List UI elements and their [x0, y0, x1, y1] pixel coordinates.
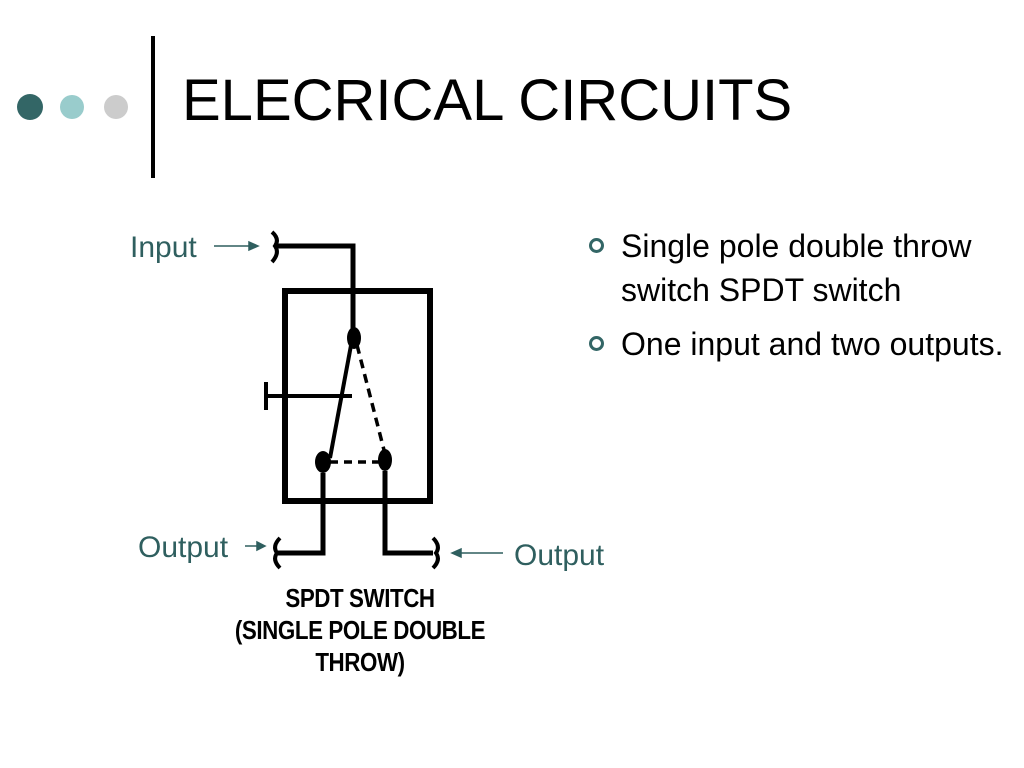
caption-line-2: (SINGLE POLE DOUBLE THROW) [234, 615, 486, 677]
arrow-output-right [450, 547, 503, 559]
output-contact-left [315, 451, 331, 473]
arrow-input [214, 240, 260, 252]
label-input: Input [130, 231, 197, 264]
open-throw [355, 344, 386, 451]
dot-gray [104, 95, 128, 119]
dot-light [60, 95, 84, 119]
bullet-ring-icon [589, 238, 604, 253]
output-lead-right [382, 471, 433, 556]
bullet-list: Single pole double throw switch SPDT swi… [585, 224, 1005, 376]
title-divider [151, 36, 155, 178]
dot-dark [17, 94, 43, 120]
input-terminal [270, 230, 279, 264]
bullet-item: One input and two outputs. [585, 322, 1005, 366]
bullet-item: Single pole double throw switch SPDT swi… [585, 224, 1005, 312]
bullet-text: One input and two outputs. [621, 326, 1004, 362]
label-output-left: Output [138, 531, 229, 564]
slide-title: ELECRICAL CIRCUITS [182, 68, 793, 133]
bullet-ring-icon [589, 336, 604, 351]
output-terminal-right [431, 536, 440, 570]
bullet-text: Single pole double throw switch SPDT swi… [621, 228, 972, 308]
diagram-caption: SPDT SWITCH (SINGLE POLE DOUBLE THROW) [192, 582, 527, 678]
label-output-right: Output [514, 539, 605, 572]
output-contact-right [378, 449, 392, 471]
output-lead-left [278, 473, 326, 556]
arrow-output-left [245, 540, 267, 552]
output-terminal-left [273, 536, 282, 570]
caption-line-1: SPDT SWITCH [285, 583, 435, 613]
closed-throw [328, 339, 354, 459]
